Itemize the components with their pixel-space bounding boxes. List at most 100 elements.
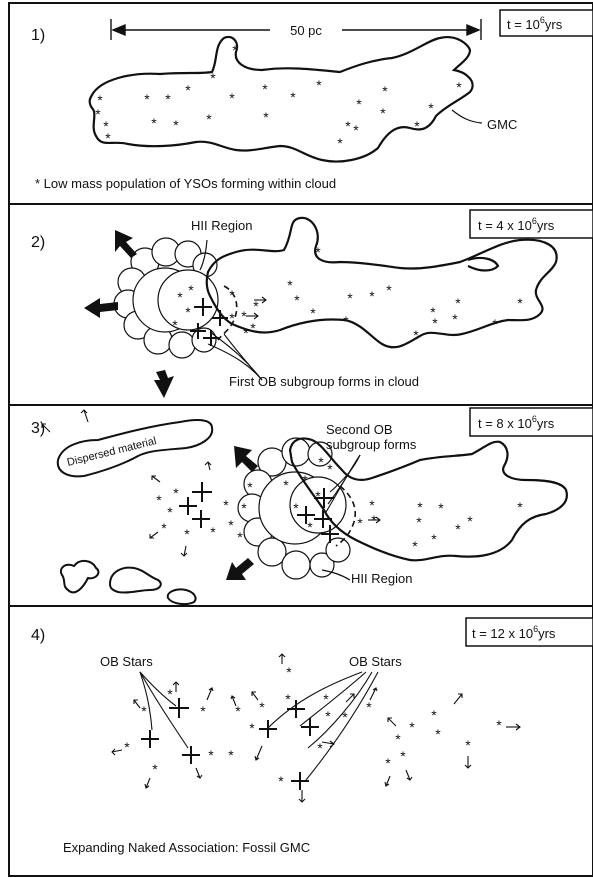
svg-text:*: * bbox=[223, 497, 229, 513]
svg-text:*: * bbox=[206, 111, 212, 127]
svg-text:*: * bbox=[229, 287, 235, 303]
svg-text:*: * bbox=[167, 686, 173, 702]
svg-text:*: * bbox=[353, 122, 359, 138]
svg-text:*: * bbox=[337, 135, 343, 151]
time-1-text: t = 10 bbox=[507, 17, 540, 32]
panel-3: 3) t = 8 x 106yrs Dispersed material bbox=[9, 405, 593, 606]
time-2-text: t = 4 x 10 bbox=[478, 218, 532, 233]
svg-text:*: * bbox=[327, 461, 333, 477]
svg-text:*: * bbox=[232, 42, 238, 58]
svg-text:t = 8 x 106yrs: t = 8 x 106yrs bbox=[478, 414, 555, 431]
svg-text:*: * bbox=[386, 282, 392, 298]
svg-text:*: * bbox=[414, 118, 420, 134]
hii-label-3: HII Region bbox=[351, 571, 412, 586]
svg-text:*: * bbox=[229, 310, 235, 326]
hii-label-2: HII Region bbox=[191, 218, 252, 233]
svg-text:*: * bbox=[173, 485, 179, 501]
svg-text:*: * bbox=[315, 244, 321, 260]
svg-text:*: * bbox=[200, 703, 206, 719]
dispersed-arrows bbox=[42, 410, 88, 432]
svg-text:*: * bbox=[456, 79, 462, 95]
svg-text:*: * bbox=[278, 773, 284, 789]
svg-text:*: * bbox=[167, 504, 173, 520]
svg-text:*: * bbox=[432, 315, 438, 331]
svg-text:*: * bbox=[416, 514, 422, 530]
svg-text:*: * bbox=[286, 664, 292, 680]
panel-4: 4) t = 12 x 106yrs OB Stars OB Stars bbox=[9, 606, 593, 876]
ob-crosses-3-first bbox=[179, 482, 212, 528]
svg-text:*: * bbox=[105, 130, 111, 146]
svg-text:*: * bbox=[325, 708, 331, 724]
svg-text:*: * bbox=[342, 709, 348, 725]
debris-clouds bbox=[61, 561, 196, 604]
svg-text:*: * bbox=[243, 325, 249, 341]
svg-text:t = 12 x 106yrs: t = 12 x 106yrs bbox=[472, 624, 556, 641]
panel-3-label: 3) bbox=[31, 420, 45, 437]
svg-text:*: * bbox=[517, 499, 523, 515]
dispersed-label: Dispersed material bbox=[66, 435, 158, 469]
svg-text:*: * bbox=[409, 719, 415, 735]
svg-text:*: * bbox=[210, 524, 216, 540]
svg-text:t = 106yrs: t = 106yrs bbox=[507, 15, 563, 32]
svg-text:*: * bbox=[380, 105, 386, 121]
caption-2: First OB subgroup forms in cloud bbox=[229, 374, 419, 389]
svg-text:*: * bbox=[283, 477, 289, 493]
svg-text:*: * bbox=[177, 289, 183, 305]
time-box-3: t = 8 x 106yrs bbox=[470, 408, 593, 436]
time-4-text: t = 12 x 10 bbox=[472, 626, 533, 641]
svg-text:*: * bbox=[156, 492, 162, 508]
svg-text:*: * bbox=[124, 739, 130, 755]
svg-text:*: * bbox=[152, 761, 158, 777]
time-1-unit: yrs bbox=[545, 17, 563, 32]
svg-text:*: * bbox=[262, 81, 268, 97]
svg-text:*: * bbox=[210, 70, 216, 86]
svg-text:*: * bbox=[452, 311, 458, 327]
svg-text:t = 4 x 106yrs: t = 4 x 106yrs bbox=[478, 216, 555, 233]
svg-text:*: * bbox=[287, 277, 293, 293]
svg-text:*: * bbox=[417, 499, 423, 515]
svg-text:*: * bbox=[369, 497, 375, 513]
svg-text:*: * bbox=[228, 517, 234, 533]
svg-text:*: * bbox=[492, 316, 498, 332]
svg-text:*: * bbox=[144, 91, 150, 107]
svg-text:*: * bbox=[366, 699, 372, 715]
svg-text:*: * bbox=[382, 83, 388, 99]
svg-text:*: * bbox=[188, 282, 194, 298]
svg-text:*: * bbox=[247, 479, 253, 495]
svg-text:*: * bbox=[184, 526, 190, 542]
svg-text:*: * bbox=[208, 747, 214, 763]
svg-text:*: * bbox=[467, 513, 473, 529]
svg-text:*: * bbox=[385, 755, 391, 771]
svg-text:*: * bbox=[172, 317, 178, 333]
svg-text:*: * bbox=[259, 699, 265, 715]
svg-text:*: * bbox=[455, 295, 461, 311]
svg-text:*: * bbox=[343, 313, 349, 329]
svg-text:*: * bbox=[249, 720, 255, 736]
svg-text:*: * bbox=[431, 707, 437, 723]
svg-text:*: * bbox=[290, 89, 296, 105]
time-box-1: t = 106yrs bbox=[500, 10, 593, 36]
caption-3-line2: subgroup forms bbox=[326, 437, 417, 452]
svg-text:*: * bbox=[315, 488, 321, 504]
svg-text:*: * bbox=[318, 454, 324, 470]
svg-text:*: * bbox=[438, 500, 444, 516]
svg-text:*: * bbox=[345, 118, 351, 134]
svg-text:*: * bbox=[161, 520, 167, 536]
gmc-label: GMC bbox=[487, 117, 517, 132]
cloud-2-tab bbox=[468, 258, 498, 271]
svg-text:*: * bbox=[293, 500, 299, 516]
time-4-unit: yrs bbox=[538, 626, 556, 641]
svg-text:*: * bbox=[413, 327, 419, 343]
svg-text:*: * bbox=[95, 106, 101, 122]
svg-text:*: * bbox=[357, 515, 363, 531]
svg-text:*: * bbox=[465, 737, 471, 753]
panel-2: 2) t = 4 x 106yrs *** *** *** ** bbox=[9, 204, 593, 405]
svg-text:*: * bbox=[400, 748, 406, 764]
svg-text:*: * bbox=[229, 90, 235, 106]
svg-text:*: * bbox=[310, 305, 316, 321]
time-3-text: t = 8 x 10 bbox=[478, 416, 532, 431]
svg-text:*: * bbox=[517, 295, 523, 311]
svg-text:*: * bbox=[185, 304, 191, 320]
svg-text:*: * bbox=[237, 529, 243, 545]
